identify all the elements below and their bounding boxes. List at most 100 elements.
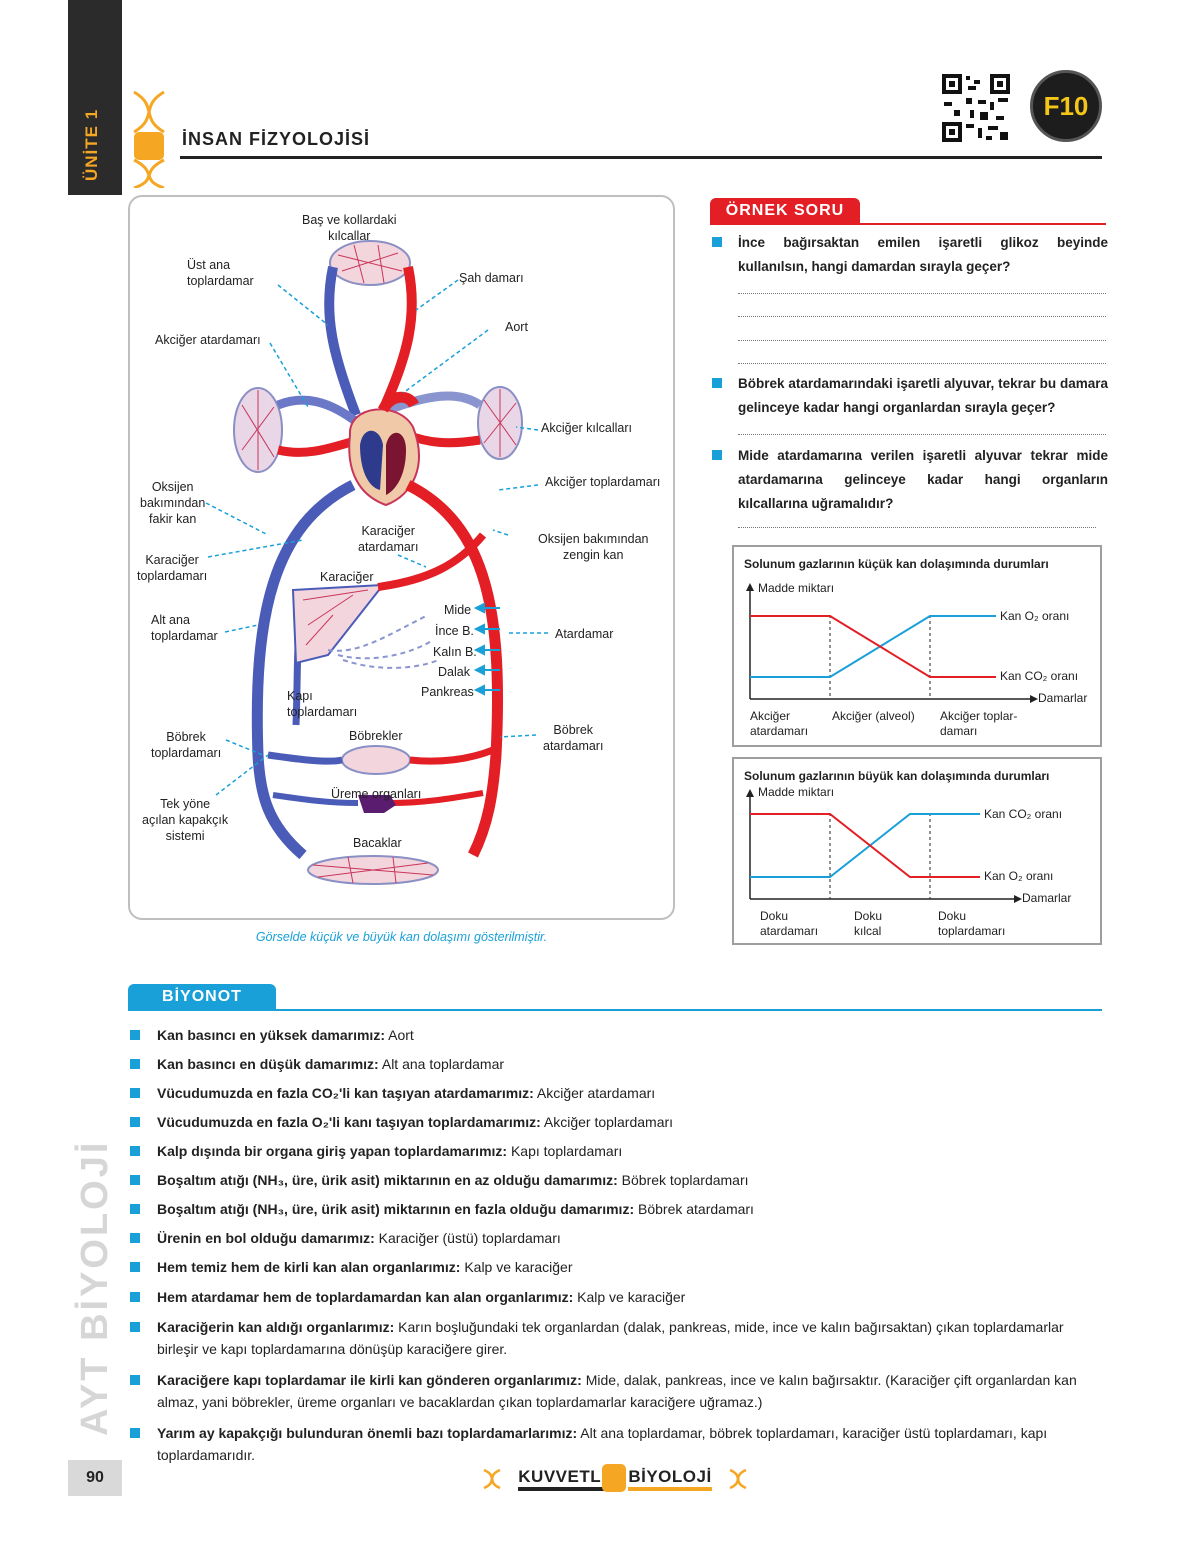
note-item: Boşaltım atığı (NH₃, üre, ürik asit) mik… (130, 1198, 1102, 1220)
series-o2-line (750, 813, 980, 878)
graph-category: Akciğer (alveol) (832, 709, 915, 723)
label-pancreas: Pankreas (421, 685, 474, 699)
footer-word-2: BİYOLOJİ (628, 1467, 712, 1491)
graph-plot (746, 583, 1038, 703)
answer-line[interactable] (738, 527, 1096, 528)
bullet-square-icon (130, 1233, 140, 1243)
graph-ylabel: Madde miktarı (758, 785, 835, 799)
label-portal-vein: Kapı toplardamarı (287, 689, 358, 719)
unit-strip (68, 0, 122, 195)
label-stomach: Mide (444, 603, 472, 617)
label-oxygenated-blood: Oksijen bakımından zengin kan (538, 532, 649, 562)
header-divider (180, 156, 1102, 159)
footer-word-1: KUVVETLİ (518, 1467, 607, 1491)
label-pulmonary-capillaries: Akciğer kılcalları (541, 421, 632, 435)
graph-systemic-circulation: Solunum gazlarının büyük kan dolaşımında… (732, 757, 1102, 945)
label-reproductive-organs: Üreme organları (331, 787, 422, 801)
circulation-diagram-frame (128, 195, 675, 920)
graph-category: Akciğer atardamarı (750, 709, 809, 738)
label-carotid: Şah damarı (459, 271, 524, 285)
answer-line[interactable] (738, 363, 1106, 364)
label-superior-vena-cava: Üst ana toplardamar (187, 258, 254, 288)
note-item: Hem temiz hem de kirli kan alan organlar… (130, 1256, 1102, 1278)
bullet-square-icon (130, 1030, 140, 1040)
series-o2-line (750, 615, 996, 678)
note-item: Kan basıncı en yüksek damarımız: Aort (130, 1024, 1102, 1046)
graph-series-label: Kan CO₂ oranı (1000, 669, 1079, 683)
bullet-square-icon (130, 1146, 140, 1156)
note-item: Boşaltım atığı (NH₃, üre, ürik asit) mik… (130, 1169, 1102, 1191)
graph-title: Solunum gazlarının büyük kan dolaşımında… (744, 769, 1050, 783)
unit-label: ÜNİTE 1 (82, 108, 101, 182)
label-liver: Karaciğer (320, 570, 374, 584)
bullet-square-icon (130, 1375, 140, 1385)
graph-plot (746, 789, 1022, 903)
answer-line[interactable] (738, 434, 1106, 435)
label-deoxygenated-blood: Oksijen bakımından fakir kan (140, 480, 206, 526)
note-item: Karaciğere kapı toplardamar ile kirli ka… (130, 1369, 1102, 1413)
biyonot-divider (128, 1009, 1102, 1011)
label-hepatic-artery: Karaciğer atardamarı (358, 524, 419, 554)
label-artery: Atardamar (555, 627, 614, 641)
bullet-square-icon (712, 237, 722, 247)
bullet-square-icon (130, 1262, 140, 1272)
note-item: Kalp dışında bir organa giriş yapan topl… (130, 1140, 1102, 1162)
bullet-square-icon (130, 1059, 140, 1069)
answer-line[interactable] (738, 293, 1106, 294)
graph-ylabel: Madde miktarı (758, 581, 835, 595)
bullet-square-icon (130, 1428, 140, 1438)
graph-category: Doku kılcal (854, 909, 883, 938)
note-item: Vücudumuzda en fazla CO₂'li kan taşıyan … (130, 1082, 1102, 1104)
label-head-capillaries: Baş ve kollardaki kılcallar (302, 213, 397, 243)
answer-line[interactable] (738, 340, 1106, 341)
label-pulmonary-artery: Akciğer atardamarı (155, 333, 261, 347)
question-item: Mide atardamarına verilen işaretli alyuv… (712, 444, 1108, 516)
label-spleen: Dalak (438, 665, 470, 679)
bullet-square-icon (712, 450, 722, 460)
dna-icon (729, 1468, 747, 1490)
graph-category: Doku atardamarı (760, 909, 819, 938)
graph-series-label: Kan CO₂ oranı (984, 807, 1063, 821)
bullet-square-icon (712, 378, 722, 388)
note-item: Vücudumuzda en fazla O₂'li kanı taşıyan … (130, 1111, 1102, 1133)
example-question-tab: ÖRNEK SORU (710, 198, 860, 224)
dna-icon (483, 1468, 501, 1490)
graph-category: Doku toplardamarı (938, 909, 1006, 938)
diagram-caption: Görselde küçük ve büyük kan dolaşımı gös… (255, 930, 548, 944)
graph-pulmonary-circulation: Solunum gazlarının küçük kan dolaşımında… (732, 545, 1102, 747)
example-question-divider (710, 223, 1106, 225)
page-title: İNSAN FİZYOLOJİSİ (182, 129, 371, 149)
biyonot-tab: BİYONOT (128, 984, 276, 1010)
fist-icon (602, 1464, 626, 1492)
graph-xlabel: Damarlar (1022, 891, 1072, 905)
label-aorta: Aort (505, 320, 528, 334)
circulation-diagram (205, 240, 548, 885)
bullet-square-icon (130, 1204, 140, 1214)
note-item: Yarım ay kapakçığı bulunduran önemli baz… (130, 1422, 1102, 1466)
label-renal-artery: Böbrek atardamarı (543, 723, 604, 753)
f10-badge[interactable]: F10 (1030, 70, 1102, 142)
bullet-square-icon (130, 1292, 140, 1302)
bullet-square-icon (130, 1175, 140, 1185)
label-pulmonary-vein: Akciğer toplardamarı (545, 475, 661, 489)
bullet-square-icon (130, 1322, 140, 1332)
answer-line[interactable] (738, 316, 1106, 317)
note-item: Kan basıncı en düşük damarımız: Alt ana … (130, 1053, 1102, 1075)
graph-title: Solunum gazlarının küçük kan dolaşımında… (744, 557, 1049, 571)
graph-series-label: Kan O₂ oranı (984, 869, 1054, 883)
series-co2-line (750, 813, 980, 878)
side-subject-label: AYT BİYOLOJİ (74, 1139, 116, 1436)
label-valve-system: Tek yöne açılan kapakçık sistemi (142, 797, 229, 843)
question-item: Böbrek atardamarındaki işaretli alyuvar,… (712, 372, 1108, 420)
graph-series-label: Kan O₂ oranı (1000, 609, 1070, 623)
page-number: 90 (68, 1460, 122, 1496)
bullet-square-icon (130, 1088, 140, 1098)
question-item: İnce bağırsaktan emilen işaretli glikoz … (712, 231, 1108, 279)
note-item: Ürenin en bol olduğu damarımız: Karaciğe… (130, 1227, 1102, 1249)
label-large-intestine: Kalın B. (433, 645, 477, 659)
label-inferior-vena-cava: Alt ana toplardamar (151, 613, 218, 643)
label-renal-vein: Böbrek toplardamarı (151, 730, 222, 760)
footer-brand: KUVVETLİ BİYOLOJİ (480, 1462, 750, 1496)
note-item: Karaciğerin kan aldığı organlarımız: Kar… (130, 1316, 1102, 1360)
qr-code-icon[interactable] (940, 72, 1012, 144)
